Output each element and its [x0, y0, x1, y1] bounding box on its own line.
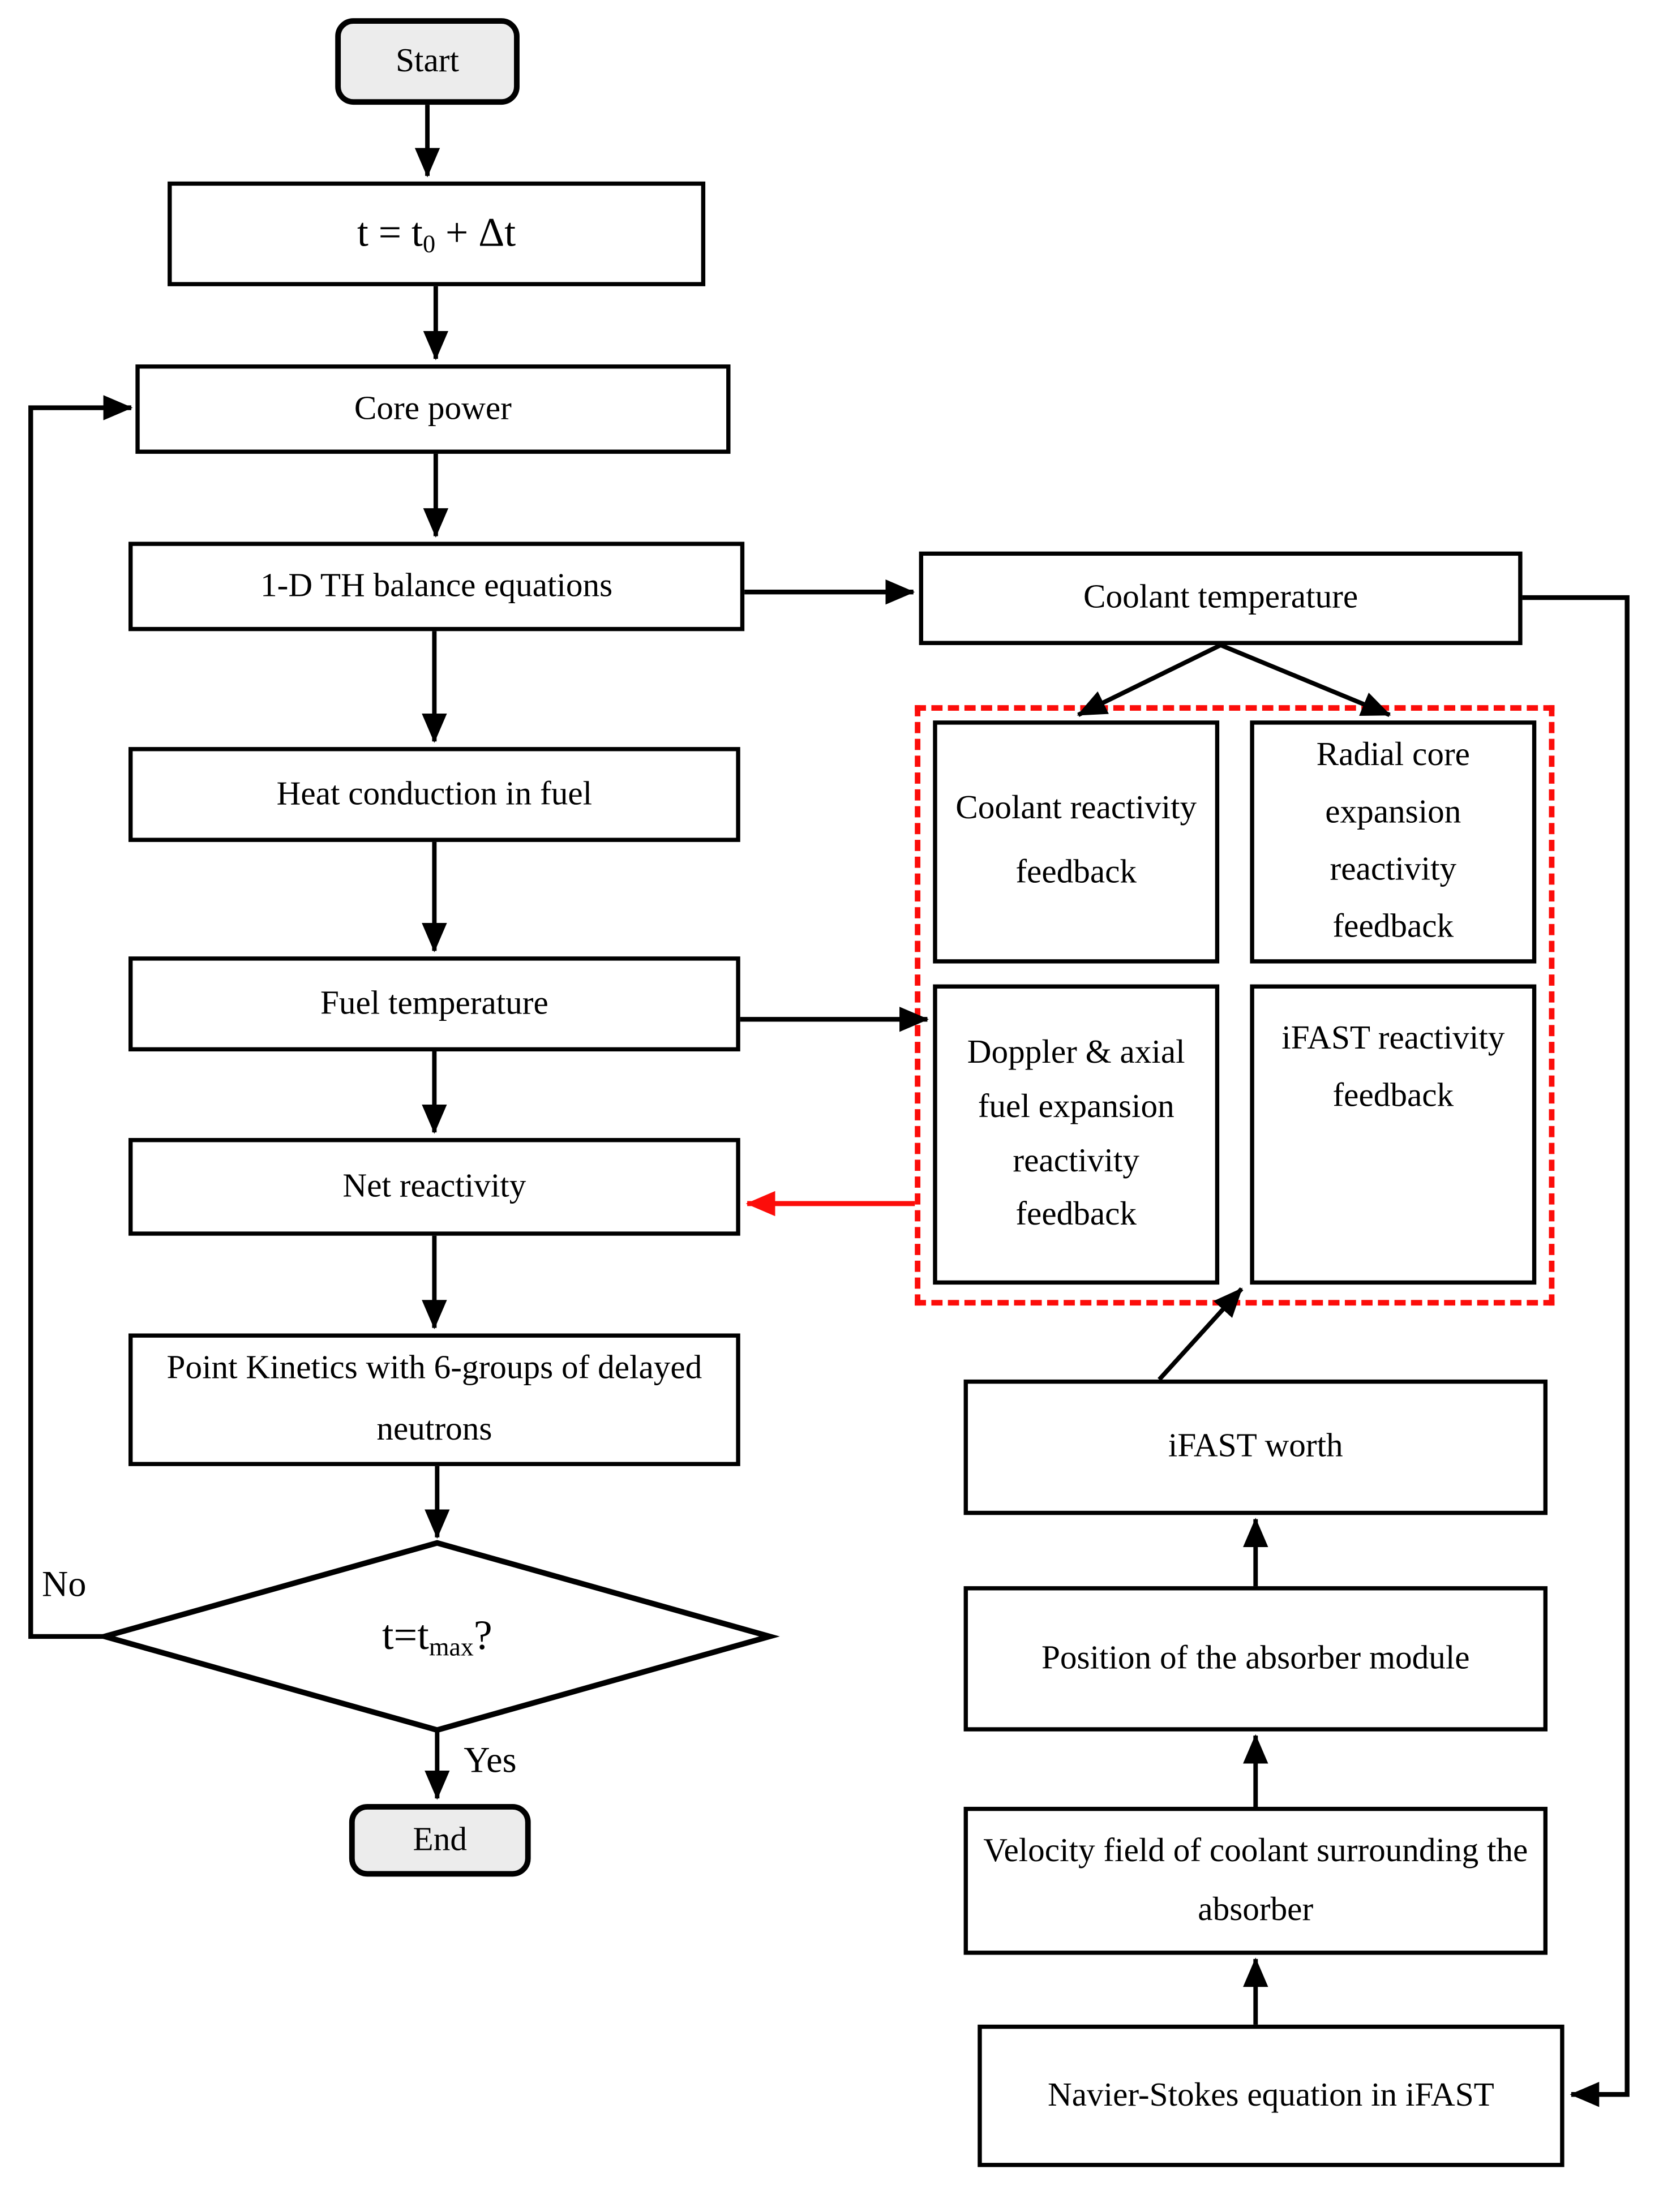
edge-label-yes: Yes — [464, 1739, 517, 1781]
node-radial-feedback: Radial core expansion reactivity feedbac… — [1250, 720, 1537, 964]
node-end: End — [349, 1804, 531, 1877]
node-start: Start — [335, 18, 520, 105]
node-ifast-feedback: iFAST reactivity feedback — [1250, 984, 1537, 1285]
node-velocity-field-label: Velocity field of coolant surrounding th… — [983, 1833, 1528, 1928]
node-point-kinetics-label: Point Kinetics with 6-groups of delayed … — [166, 1350, 702, 1448]
node-absorber-position: Position of the absorber module — [963, 1586, 1548, 1732]
node-core-power: Core power — [135, 364, 731, 454]
node-fuel-temperature: Fuel temperature — [128, 956, 740, 1052]
decision-prefix: t=t — [382, 1612, 429, 1659]
decision-text: t=tmax? — [382, 1612, 492, 1663]
node-time-update: t = t0 + Δt — [168, 181, 706, 286]
node-end-label: End — [413, 1822, 467, 1858]
node-th-balance-label: 1-D TH balance equations — [260, 568, 613, 604]
node-doppler-feedback-label: Doppler & axial fuel expansion reactivit… — [967, 1034, 1185, 1234]
node-coolant-temperature-label: Coolant temperature — [1083, 579, 1358, 616]
time-update-prefix: t = t — [357, 211, 423, 256]
node-heat-conduction: Heat conduction in fuel — [128, 747, 740, 842]
node-doppler-feedback: Doppler & axial fuel expansion reactivit… — [933, 984, 1220, 1285]
node-coolant-feedback: Coolant reactivity feedback — [933, 720, 1220, 964]
edge-coolant-temperature-to-radial-feedback — [1220, 643, 1391, 718]
node-th-balance: 1-D TH balance equations — [128, 542, 745, 632]
node-time-update-label: t = t0 + Δt — [357, 207, 516, 261]
node-core-power-label: Core power — [354, 390, 512, 427]
time-update-subscript: 0 — [422, 229, 436, 258]
node-decision-label: t=tmax? — [298, 1589, 577, 1684]
node-coolant-feedback-label: Coolant reactivity feedback — [955, 791, 1197, 891]
node-ifast-worth-label: iFAST worth — [1168, 1428, 1343, 1466]
node-coolant-temperature: Coolant temperature — [919, 551, 1523, 645]
node-ifast-feedback-label: iFAST reactivity feedback — [1281, 1020, 1505, 1114]
edge-decision-no-to-core-power — [28, 395, 133, 1639]
decision-subscript: max — [428, 1633, 474, 1663]
node-absorber-position-label: Position of the absorber module — [1041, 1640, 1470, 1677]
node-navier-stokes-label: Navier-Stokes equation in iFAST — [1047, 2077, 1494, 2114]
node-point-kinetics: Point Kinetics with 6-groups of delayed … — [128, 1333, 740, 1466]
node-navier-stokes: Navier-Stokes equation in iFAST — [978, 2024, 1564, 2167]
node-ifast-worth: iFAST worth — [963, 1379, 1548, 1515]
decision-suffix: ? — [473, 1612, 492, 1659]
node-net-reactivity: Net reactivity — [128, 1138, 740, 1236]
node-velocity-field: Velocity field of coolant surrounding th… — [963, 1806, 1548, 1955]
node-net-reactivity-label: Net reactivity — [342, 1168, 526, 1205]
edge-coolant-temperature-to-coolant-feedback — [1077, 643, 1222, 717]
edge-label-no: No — [42, 1564, 87, 1605]
node-fuel-temperature-label: Fuel temperature — [320, 985, 548, 1022]
node-radial-feedback-label: Radial core expansion reactivity feedbac… — [1316, 737, 1470, 945]
node-heat-conduction-label: Heat conduction in fuel — [276, 776, 593, 813]
node-start-label: Start — [396, 42, 459, 80]
time-update-suffix: + Δt — [435, 211, 516, 256]
